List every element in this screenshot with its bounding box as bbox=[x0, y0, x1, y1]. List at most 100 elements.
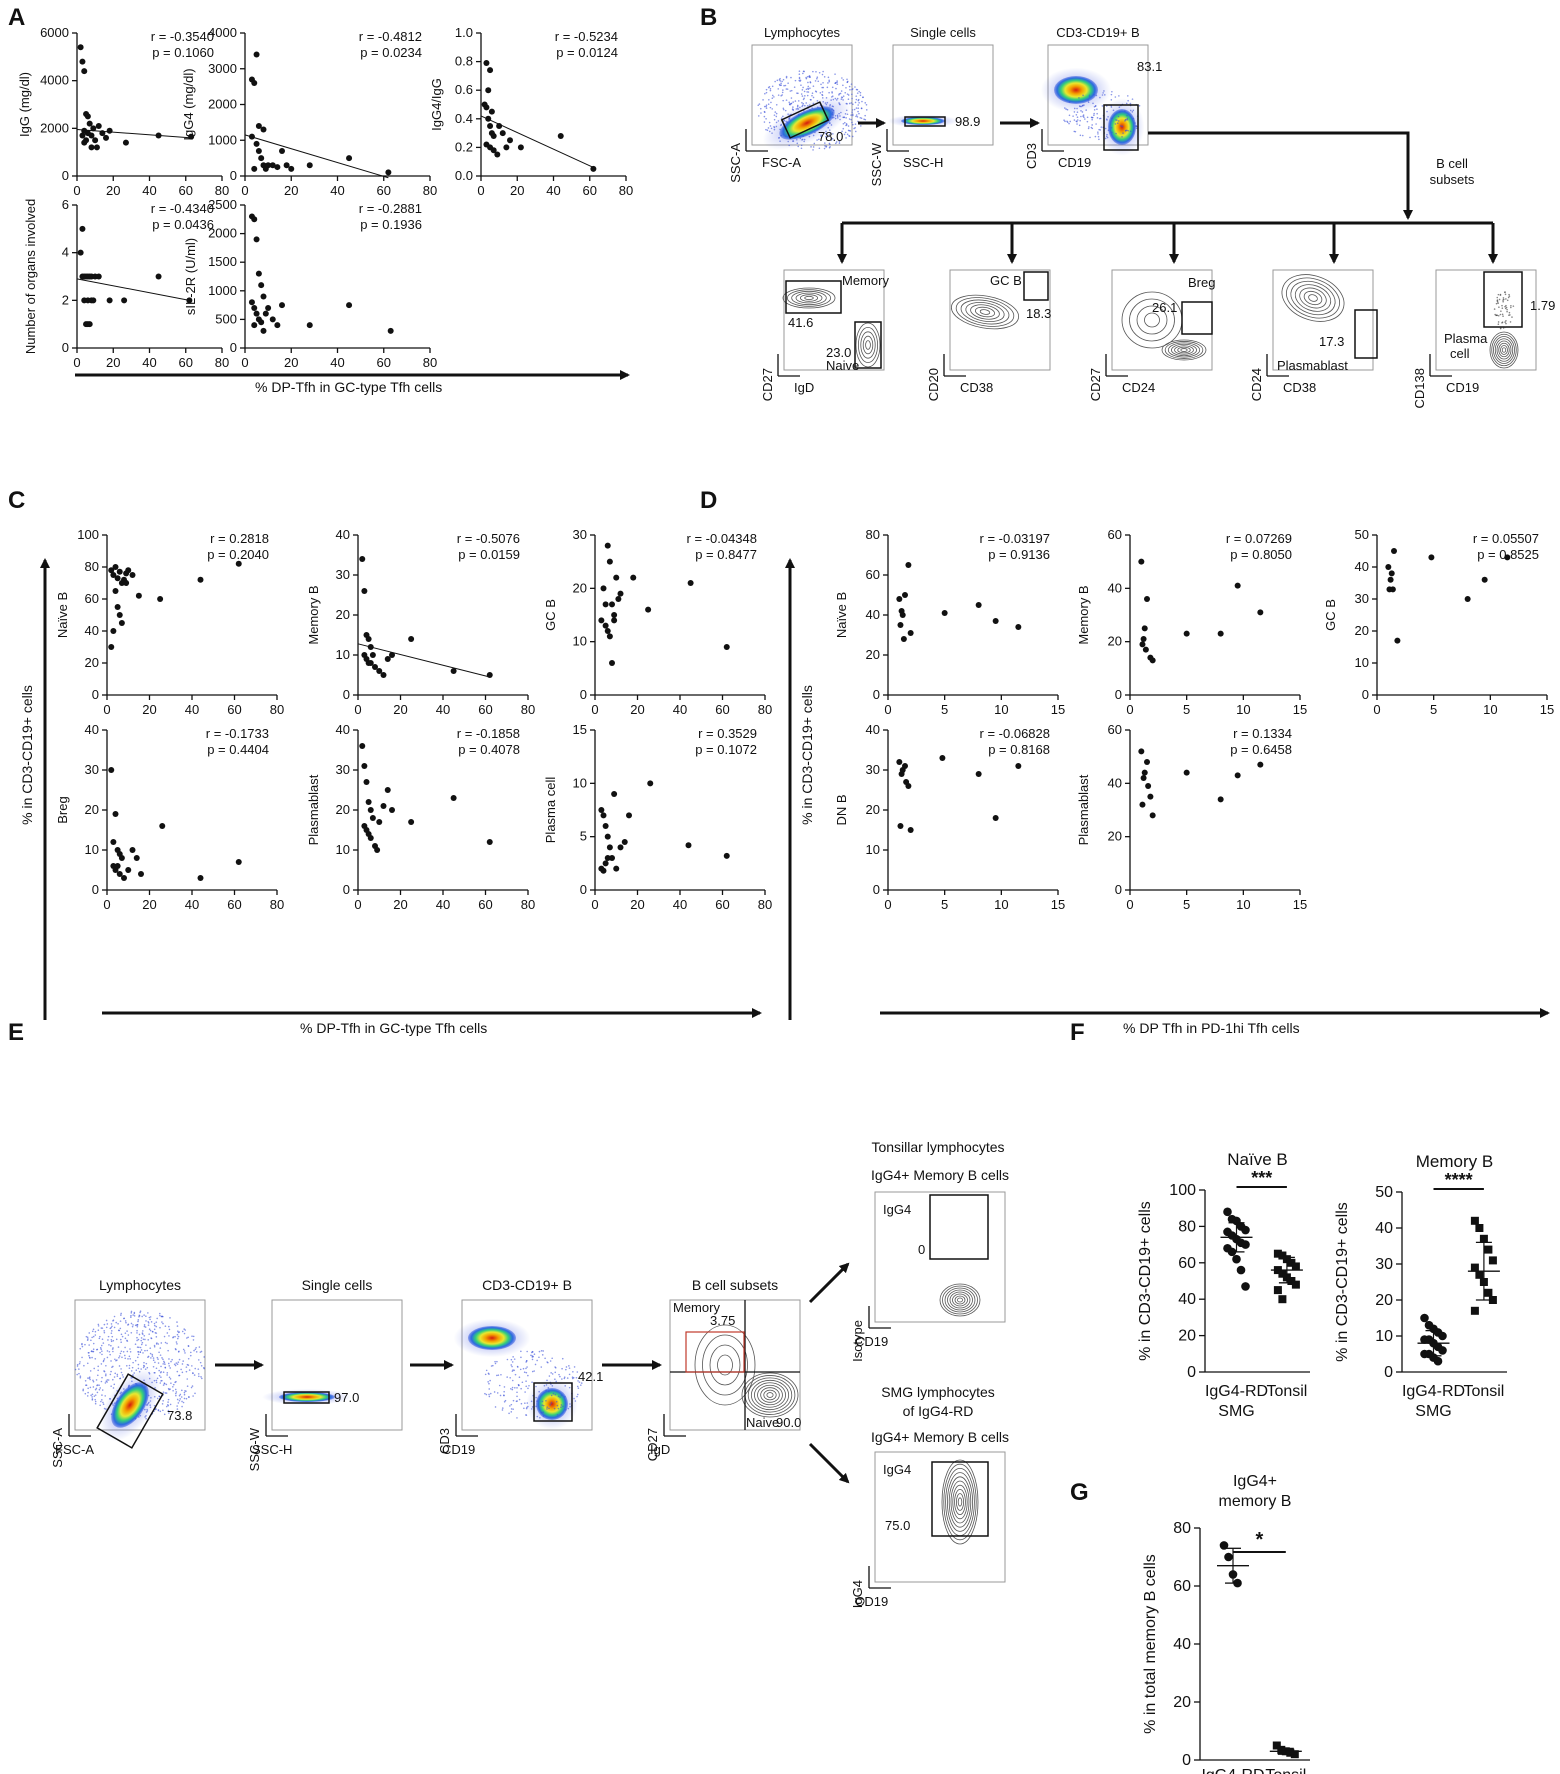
data-point bbox=[485, 87, 492, 94]
event-dot bbox=[843, 121, 846, 124]
event-dot bbox=[111, 1335, 114, 1338]
contour-line bbox=[860, 331, 876, 359]
event-dot bbox=[499, 1394, 502, 1397]
r-value: r = 0.05507 bbox=[1473, 531, 1539, 546]
data-point bbox=[258, 319, 265, 326]
event-dot bbox=[142, 1338, 145, 1341]
event-dot bbox=[1117, 120, 1120, 122]
event-dot bbox=[94, 1334, 97, 1336]
event-dot bbox=[510, 1408, 513, 1410]
contour-line bbox=[948, 1476, 972, 1528]
event-dot bbox=[145, 1362, 148, 1365]
event-dot bbox=[536, 1359, 538, 1362]
event-dot bbox=[120, 1341, 122, 1344]
event-dot bbox=[145, 1315, 147, 1318]
contour-line bbox=[949, 1291, 971, 1309]
contour-line bbox=[1174, 345, 1194, 355]
event-dot bbox=[834, 142, 837, 145]
event-dot bbox=[1510, 306, 1512, 309]
data-point bbox=[483, 104, 490, 111]
flow-y-label: SSC-W bbox=[247, 1427, 262, 1471]
event-dot bbox=[1097, 135, 1100, 138]
event-dot bbox=[100, 1348, 102, 1351]
event-dot bbox=[145, 1320, 147, 1322]
data-point bbox=[269, 316, 276, 323]
data-point bbox=[387, 327, 394, 334]
event-dot bbox=[789, 90, 792, 92]
data-point bbox=[1241, 1225, 1250, 1235]
data-point bbox=[1142, 646, 1149, 653]
event-dot bbox=[794, 79, 797, 82]
x-tick-label: 80 bbox=[423, 355, 437, 370]
event-dot bbox=[113, 1383, 116, 1386]
event-dot bbox=[774, 80, 776, 83]
event-dot bbox=[153, 1322, 156, 1325]
event-dot bbox=[484, 1392, 486, 1395]
event-dot bbox=[854, 86, 856, 88]
event-dot bbox=[845, 137, 847, 139]
event-dot bbox=[826, 86, 829, 89]
event-dot bbox=[864, 102, 867, 104]
flow-title: Lymphocytes bbox=[764, 25, 841, 40]
data-point bbox=[361, 588, 368, 594]
event-dot bbox=[162, 1384, 165, 1386]
data-point bbox=[86, 120, 93, 127]
event-dot bbox=[545, 1384, 548, 1386]
event-dot bbox=[786, 88, 789, 90]
event-dot bbox=[1506, 308, 1508, 311]
event-dot bbox=[782, 99, 784, 102]
event-dot bbox=[104, 1382, 107, 1384]
gate-value: 83.1 bbox=[1137, 59, 1162, 74]
gate-label: 23.0 bbox=[826, 345, 851, 360]
event-dot bbox=[153, 1344, 156, 1347]
flow-x-label: CD19 bbox=[855, 1334, 888, 1349]
event-dot bbox=[99, 1404, 101, 1407]
event-dot bbox=[1096, 108, 1098, 111]
event-dot bbox=[836, 80, 838, 82]
event-dot bbox=[176, 1398, 179, 1401]
data-point bbox=[251, 216, 258, 223]
event-dot bbox=[836, 83, 839, 85]
event-dot bbox=[830, 139, 833, 141]
panel-d-y-title: % in CD3-CD19+ cells bbox=[799, 685, 815, 825]
event-dot bbox=[187, 1345, 190, 1347]
event-dot bbox=[793, 86, 796, 88]
event-dot bbox=[490, 1365, 493, 1367]
event-dot bbox=[488, 1395, 491, 1398]
event-dot bbox=[155, 1321, 158, 1323]
event-dot bbox=[155, 1343, 158, 1345]
event-dot bbox=[812, 70, 814, 73]
event-dot bbox=[137, 1351, 140, 1353]
event-dot bbox=[776, 79, 779, 82]
event-dot bbox=[162, 1371, 165, 1373]
y-tick-label: 0 bbox=[62, 168, 69, 183]
event-dot bbox=[1107, 115, 1109, 118]
data-point bbox=[1470, 1263, 1479, 1272]
contour-line bbox=[955, 297, 1015, 327]
event-dot bbox=[90, 1394, 92, 1397]
event-dot bbox=[557, 1395, 560, 1398]
event-dot bbox=[130, 1314, 132, 1317]
event-dot bbox=[1076, 119, 1079, 121]
event-dot bbox=[105, 1380, 108, 1383]
event-dot bbox=[809, 87, 811, 90]
event-dot bbox=[87, 1377, 89, 1379]
x-tick-label: 15 bbox=[1293, 897, 1307, 912]
event-dot bbox=[92, 1380, 95, 1383]
event-dot bbox=[785, 99, 788, 101]
plot-title: IgG4+ bbox=[1233, 1473, 1277, 1490]
contour-line bbox=[1290, 280, 1336, 316]
x-tick-label: 20 bbox=[142, 897, 156, 912]
event-dot bbox=[153, 1324, 156, 1327]
event-dot bbox=[168, 1376, 171, 1379]
event-dot bbox=[545, 1389, 547, 1392]
event-dot bbox=[812, 146, 815, 148]
event-dot bbox=[516, 1395, 518, 1398]
event-dot bbox=[107, 1335, 110, 1338]
event-dot bbox=[809, 76, 811, 79]
data-point bbox=[1139, 801, 1146, 808]
data-point bbox=[1475, 1270, 1484, 1279]
